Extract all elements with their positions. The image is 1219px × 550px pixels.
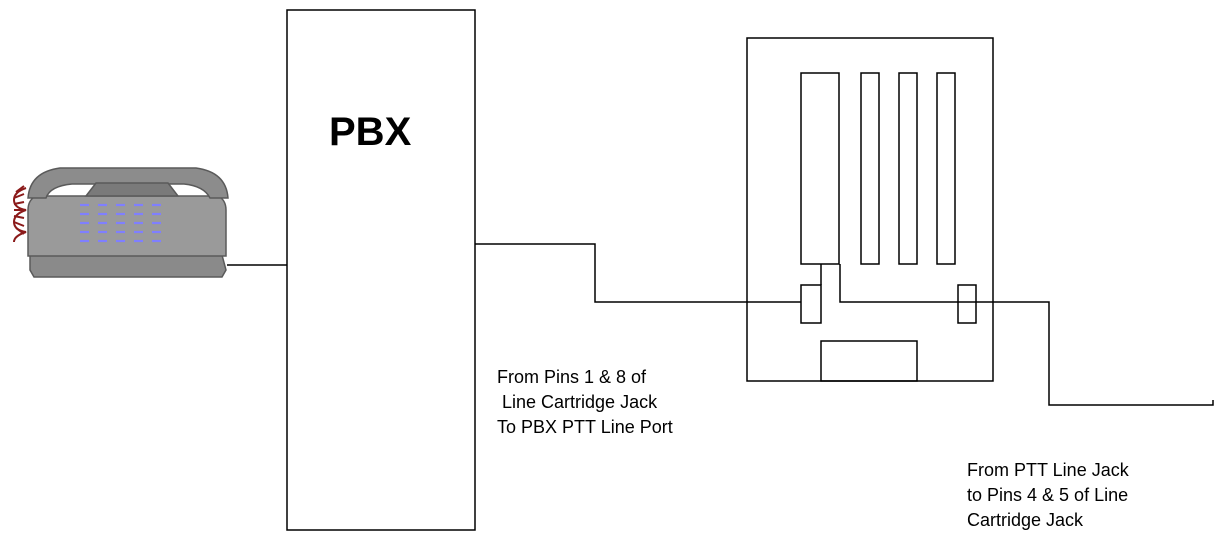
phone-cord [12, 185, 27, 243]
cartridge-slot-4 [936, 72, 956, 265]
ptt-line-jack [957, 284, 977, 324]
note-line: Line Cartridge Jack [497, 392, 658, 412]
cartridge-slot-3 [898, 72, 918, 265]
pbx-to-device-line [475, 243, 801, 303]
note-line: to Pins 4 & 5 of Line [967, 485, 1129, 505]
pbx-line-port-note: From Pins 1 & 8 of Line Cartridge Jack T… [497, 365, 673, 440]
pbx-box [286, 9, 476, 531]
device-outline [746, 37, 994, 382]
note-line: To PBX PTT Line Port [497, 417, 673, 437]
cartridge-slot-2 [860, 72, 880, 265]
pbx-label: PBX [329, 110, 412, 154]
desk-telephone-icon [12, 167, 229, 278]
device-to-ptt-line [839, 264, 1214, 406]
note-line: Cartridge Jack [967, 510, 1084, 530]
ptt-line-jack-note: From PTT Line Jack to Pins 4 & 5 of Line… [967, 458, 1129, 533]
phone-base [29, 254, 227, 278]
note-line: From Pins 1 & 8 of [497, 367, 647, 387]
line-cartridge-device [746, 37, 994, 382]
line-cartridge-jack [800, 284, 822, 324]
phone-cradle [84, 182, 180, 197]
cartridge-slot-1 [800, 72, 840, 265]
note-line: From PTT Line Jack [967, 460, 1129, 480]
phone-body [27, 195, 227, 257]
device-connector [820, 340, 918, 382]
phone-keypad [80, 203, 161, 243]
